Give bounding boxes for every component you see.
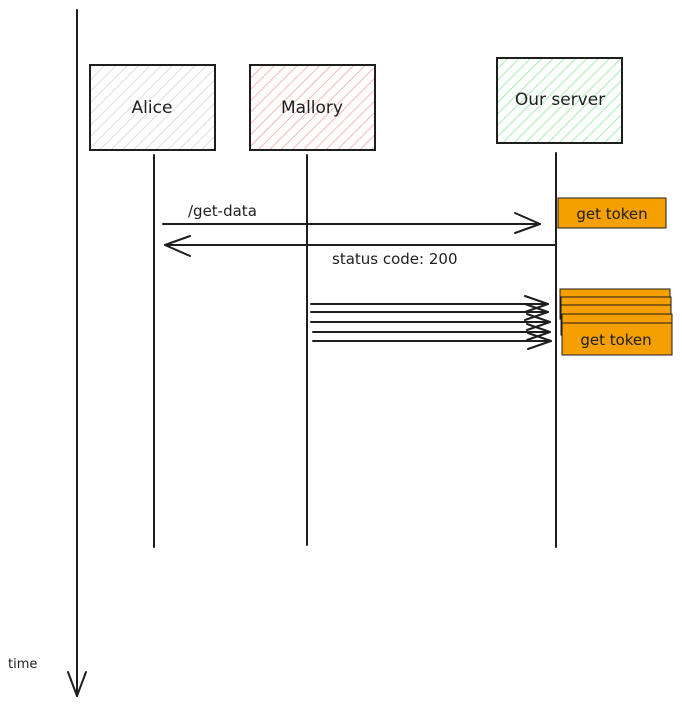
token-box-stack: get token [559,288,673,356]
token-stack-label: get token [580,331,651,349]
participant-server: Our server [496,57,623,548]
participant-alice: Alice [89,64,216,548]
status-arrowhead [164,235,191,257]
mallory-request-arrowhead [526,323,551,341]
message-get-data: /get-data [162,202,541,234]
mallory-request-arrowhead [524,295,549,313]
get-data-label: /get-data [188,202,257,220]
status-label: status code: 200 [332,250,458,268]
mallory-box [249,64,376,151]
mallory-requests [310,295,552,350]
time-label: time [8,657,37,672]
mallory-request-arrowhead [524,303,549,321]
token-box [561,322,673,356]
server-box [496,57,623,144]
alice-box [89,64,216,151]
participant-mallory: Mallory [249,64,376,546]
time-axis-arrowhead [67,671,87,697]
server-label: Our server [515,90,605,110]
token-label: get token [576,205,647,223]
time-axis: time [8,9,87,697]
token-box-single: get token [557,197,667,229]
alice-label: Alice [132,98,173,118]
get-data-arrowhead [514,212,541,234]
token-box [557,197,667,229]
mallory-request-arrowhead [527,332,552,350]
mallory-label: Mallory [281,98,343,118]
message-status-200: status code: 200 [164,235,556,268]
